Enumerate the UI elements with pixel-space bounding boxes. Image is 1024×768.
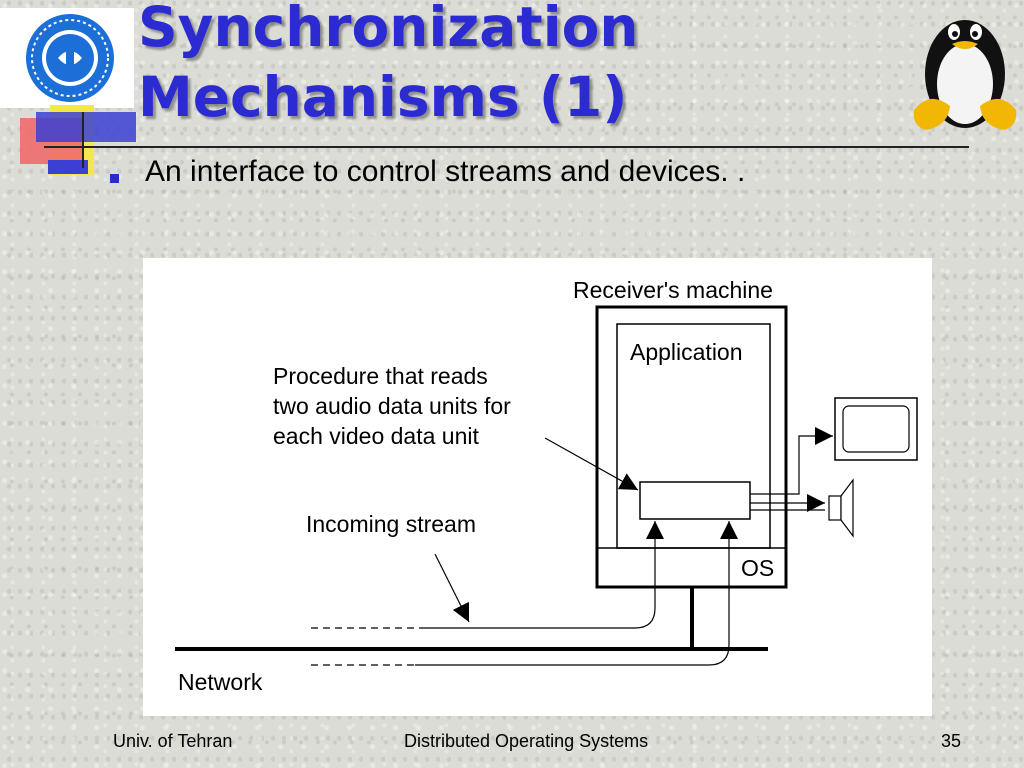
title-line-1: Synchronization [138, 0, 639, 59]
diagram-canvas: Receiver's machine Application OS Proced… [175, 277, 918, 695]
network-label: Network [178, 669, 263, 695]
bullet-marker [110, 174, 119, 183]
decor-blue-block [36, 112, 136, 142]
receiver-machine-label: Receiver's machine [573, 277, 773, 303]
decor-vertical-line [82, 112, 84, 168]
title-line-2: Mechanisms (1) [138, 65, 628, 129]
procedure-box [639, 481, 751, 520]
application-label: Application [630, 339, 743, 365]
stream-path-2 [415, 521, 738, 666]
footer-university: Univ. of Tehran [113, 731, 233, 751]
bullet-text: An interface to control streams and devi… [145, 155, 746, 188]
incoming-stream-pointer-arrow [434, 553, 470, 623]
decor-blue-block-small [48, 160, 88, 174]
stream-path-1 [425, 521, 664, 629]
footer-page-number: 35 [941, 731, 962, 751]
title-divider [44, 146, 969, 148]
monitor-icon [834, 397, 918, 461]
procedure-pointer-arrow [544, 437, 639, 491]
incoming-stream-label: Incoming stream [306, 511, 476, 537]
speaker-icon [828, 478, 854, 538]
university-seal-icon [26, 14, 114, 102]
university-logo [0, 8, 134, 108]
tux-penguin-icon [913, 20, 1017, 130]
procedure-label-line-3: each video data unit [273, 423, 479, 449]
procedure-label-line-2: two audio data units for [273, 393, 511, 419]
footer-course: Distributed Operating Systems [404, 731, 649, 751]
synchronization-diagram: Receiver's machine Application OS Proced… [143, 258, 932, 716]
procedure-label-line-1: Procedure that reads [273, 363, 488, 389]
slide-title: Synchronization Mechanisms (1) [138, 0, 639, 132]
video-output-arrow [750, 427, 833, 495]
os-label: OS [741, 555, 774, 581]
